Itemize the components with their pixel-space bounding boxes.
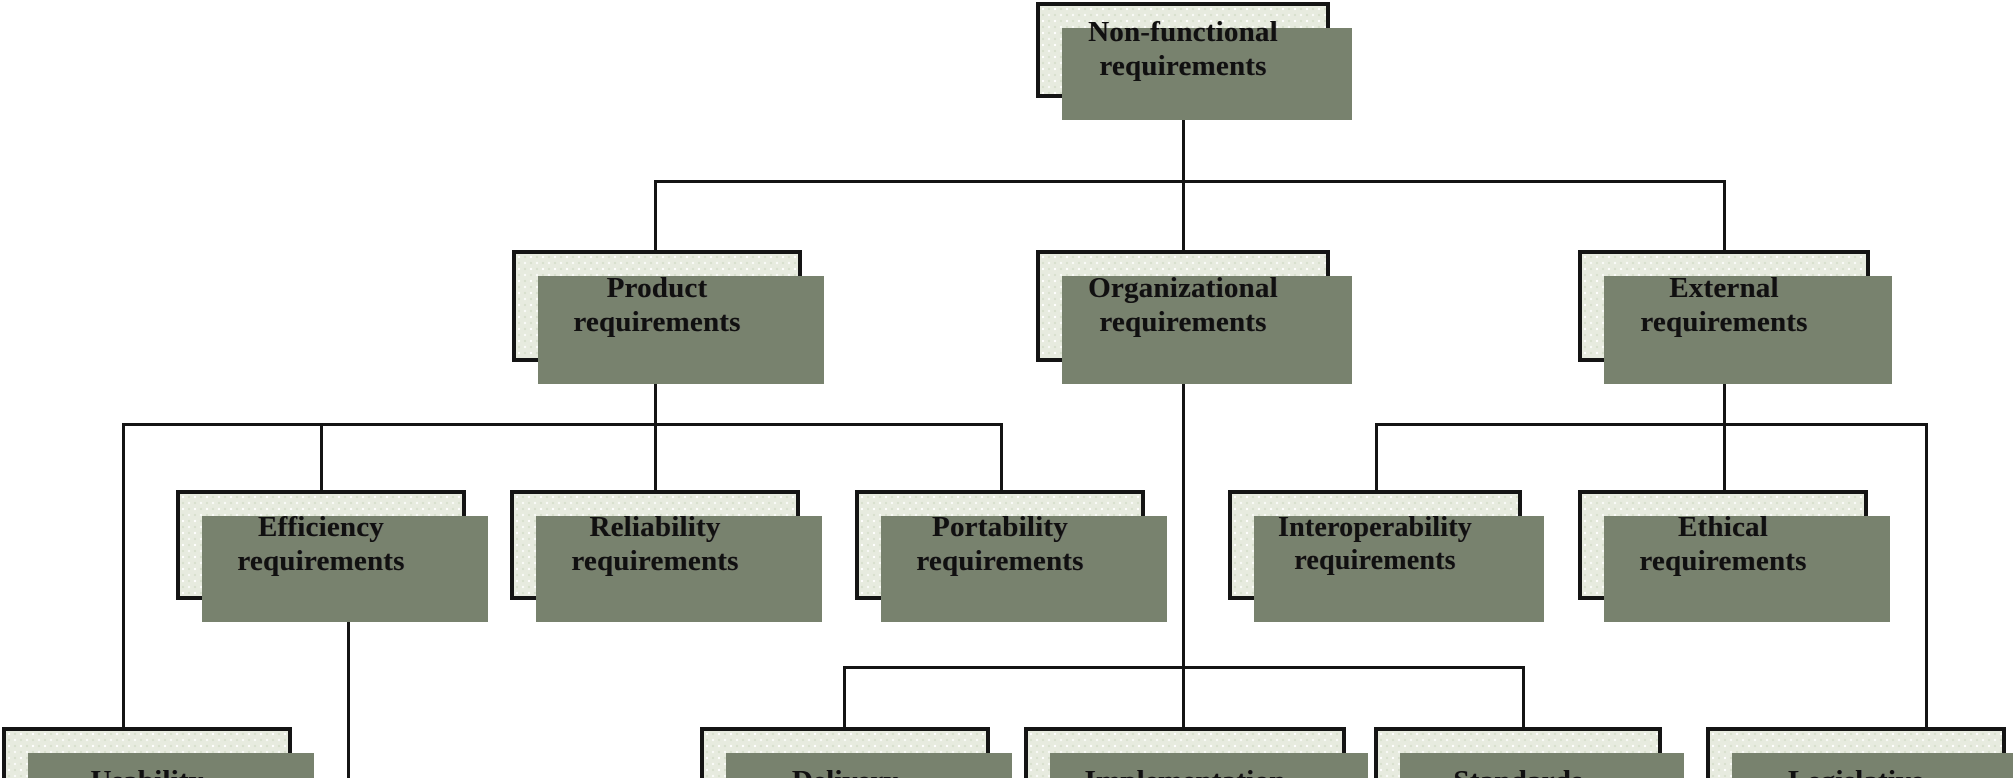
node-shadow [1062, 28, 1352, 120]
node-organizational-requirements[interactable]: Organizational requirements [1036, 250, 1352, 384]
node-efficiency-requirements[interactable]: Efficiency requirements [176, 490, 488, 622]
connector-to-legislative [1925, 423, 1928, 727]
connector-efficiency-descendant [347, 600, 350, 778]
node-external-requirements[interactable]: External requirements [1578, 250, 1892, 384]
node-shadow [1062, 276, 1352, 384]
node-shadow [202, 516, 488, 622]
connector-external-bus [1375, 423, 1928, 426]
node-shadow [1604, 276, 1892, 384]
connector-root-stem [1182, 96, 1185, 182]
node-shadow [1604, 516, 1890, 622]
connector-external-stem [1723, 360, 1726, 426]
node-product-requirements[interactable]: Product requirements [512, 250, 824, 384]
node-label: External requirements [1640, 272, 1808, 338]
connector-to-portability [1000, 423, 1003, 491]
connector-to-implementation [1182, 666, 1185, 727]
node-shadow [28, 753, 314, 778]
node-label: Interoperability requirements [1277, 512, 1472, 576]
connector-to-ethical [1723, 423, 1726, 491]
node-label: Usability [91, 765, 204, 778]
node-portability-requirements[interactable]: Portability requirements [855, 490, 1167, 622]
node-shadow [536, 516, 822, 622]
node-label: Implementation [1085, 765, 1286, 778]
connector-to-reliability [654, 423, 657, 491]
node-interoperability-requirements[interactable]: Interoperability requirements [1228, 490, 1544, 622]
node-shadow [1732, 753, 2013, 778]
node-label: Ethical requirements [1639, 511, 1807, 577]
connector-to-product [654, 180, 657, 252]
connector-product-stem [654, 360, 657, 426]
connector-to-usability [122, 423, 125, 727]
node-label: Reliability requirements [571, 511, 739, 577]
node-label: Legislative [1788, 765, 1924, 778]
connector-to-interoperability [1375, 423, 1378, 491]
node-label: Portability requirements [916, 511, 1084, 577]
node-label: Organizational requirements [1088, 272, 1278, 338]
connector-organizational-stem [1182, 360, 1185, 668]
node-label: Standards [1453, 765, 1582, 778]
node-label: Non-functional requirements [1088, 16, 1278, 82]
connector-to-external [1723, 180, 1726, 252]
node-shadow [1254, 516, 1544, 622]
connector-to-standards [1522, 666, 1525, 727]
node-delivery[interactable]: Delivery [700, 727, 1012, 778]
node-shadow [1050, 753, 1368, 778]
node-legislative[interactable]: Legislative [1706, 727, 2013, 778]
node-label: Product requirements [573, 272, 741, 338]
node-label: Efficiency requirements [237, 511, 405, 577]
connector-to-delivery [843, 666, 846, 727]
node-non-functional-requirements[interactable]: Non-functional requirements [1036, 2, 1352, 120]
node-implementation[interactable]: Implementation [1024, 727, 1368, 778]
node-shadow [538, 276, 824, 384]
connector-to-organizational [1182, 180, 1185, 252]
node-label: Delivery [792, 765, 898, 778]
node-shadow [726, 753, 1012, 778]
connector-to-efficiency [320, 423, 323, 491]
node-ethical-requirements[interactable]: Ethical requirements [1578, 490, 1890, 622]
node-usability[interactable]: Usability [2, 727, 314, 778]
connector-product-bus [122, 423, 1003, 426]
node-standards[interactable]: Standards [1374, 727, 1684, 778]
node-shadow [1400, 753, 1684, 778]
node-reliability-requirements[interactable]: Reliability requirements [510, 490, 822, 622]
connector-level1-bus [654, 180, 1726, 183]
node-shadow [881, 516, 1167, 622]
